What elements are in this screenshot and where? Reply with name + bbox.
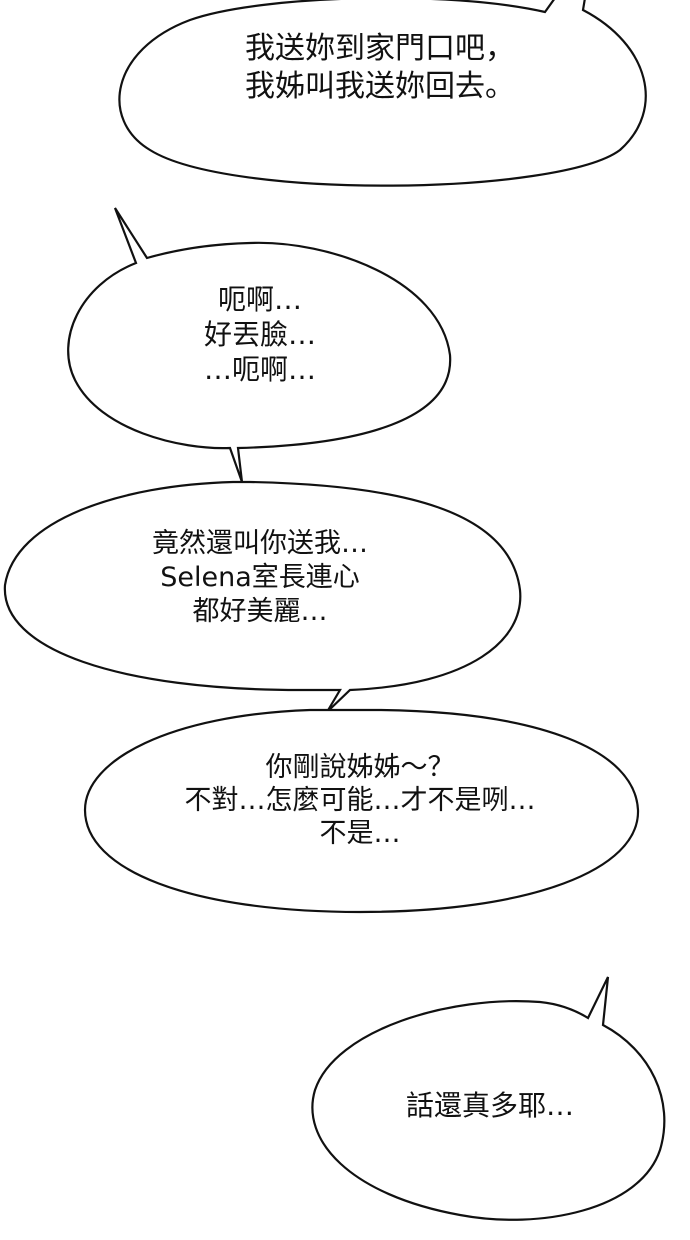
bubble-3-line-3: 都好美麗… xyxy=(192,595,328,627)
speech-bubble-4 xyxy=(83,708,640,914)
bubble-5-text: 話還真多耶… xyxy=(360,1088,620,1124)
bubble-2-text: 呃啊… 好丟臉… …呃啊… xyxy=(140,282,380,387)
speech-bubble-3 xyxy=(3,480,522,713)
bubble-2-line-1: 呃啊… xyxy=(217,283,302,316)
bubble-4-line-2: 不對…怎麼可能…才不是咧… xyxy=(184,784,536,816)
bubble-4-line-3: 不是… xyxy=(319,817,401,849)
bubble-3-line-1: 竟然還叫你送我… xyxy=(152,528,368,559)
speech-bubble-5 xyxy=(311,976,666,1221)
speech-bubble-2 xyxy=(67,207,452,483)
bubble-1-text: 我送妳到家門口吧， 我姊叫我送妳回去。 xyxy=(175,30,585,107)
bubble-4-line-1: 你剛說姊姊～？ xyxy=(265,752,455,783)
bubble-1-line-2: 我姊叫我送妳回去。 xyxy=(245,69,515,105)
bubble-3-text: 竟然還叫你送我… Selena室長連心 都好美麗… xyxy=(90,527,430,628)
bubble-3-line-2: Selena室長連心 xyxy=(160,561,360,593)
bubble-1-line-1: 我送妳到家門口吧， xyxy=(245,31,515,66)
bubble-2-line-2: 好丟臉… xyxy=(203,318,316,351)
bubble-2-line-3: …呃啊… xyxy=(203,353,316,386)
bubble-4-text: 你剛說姊姊～？ 不對…怎麼可能…才不是咧… 不是… xyxy=(100,752,620,851)
bubble-5-line-1: 話還真多耶… xyxy=(405,1089,574,1122)
speech-bubble-1 xyxy=(118,0,647,187)
